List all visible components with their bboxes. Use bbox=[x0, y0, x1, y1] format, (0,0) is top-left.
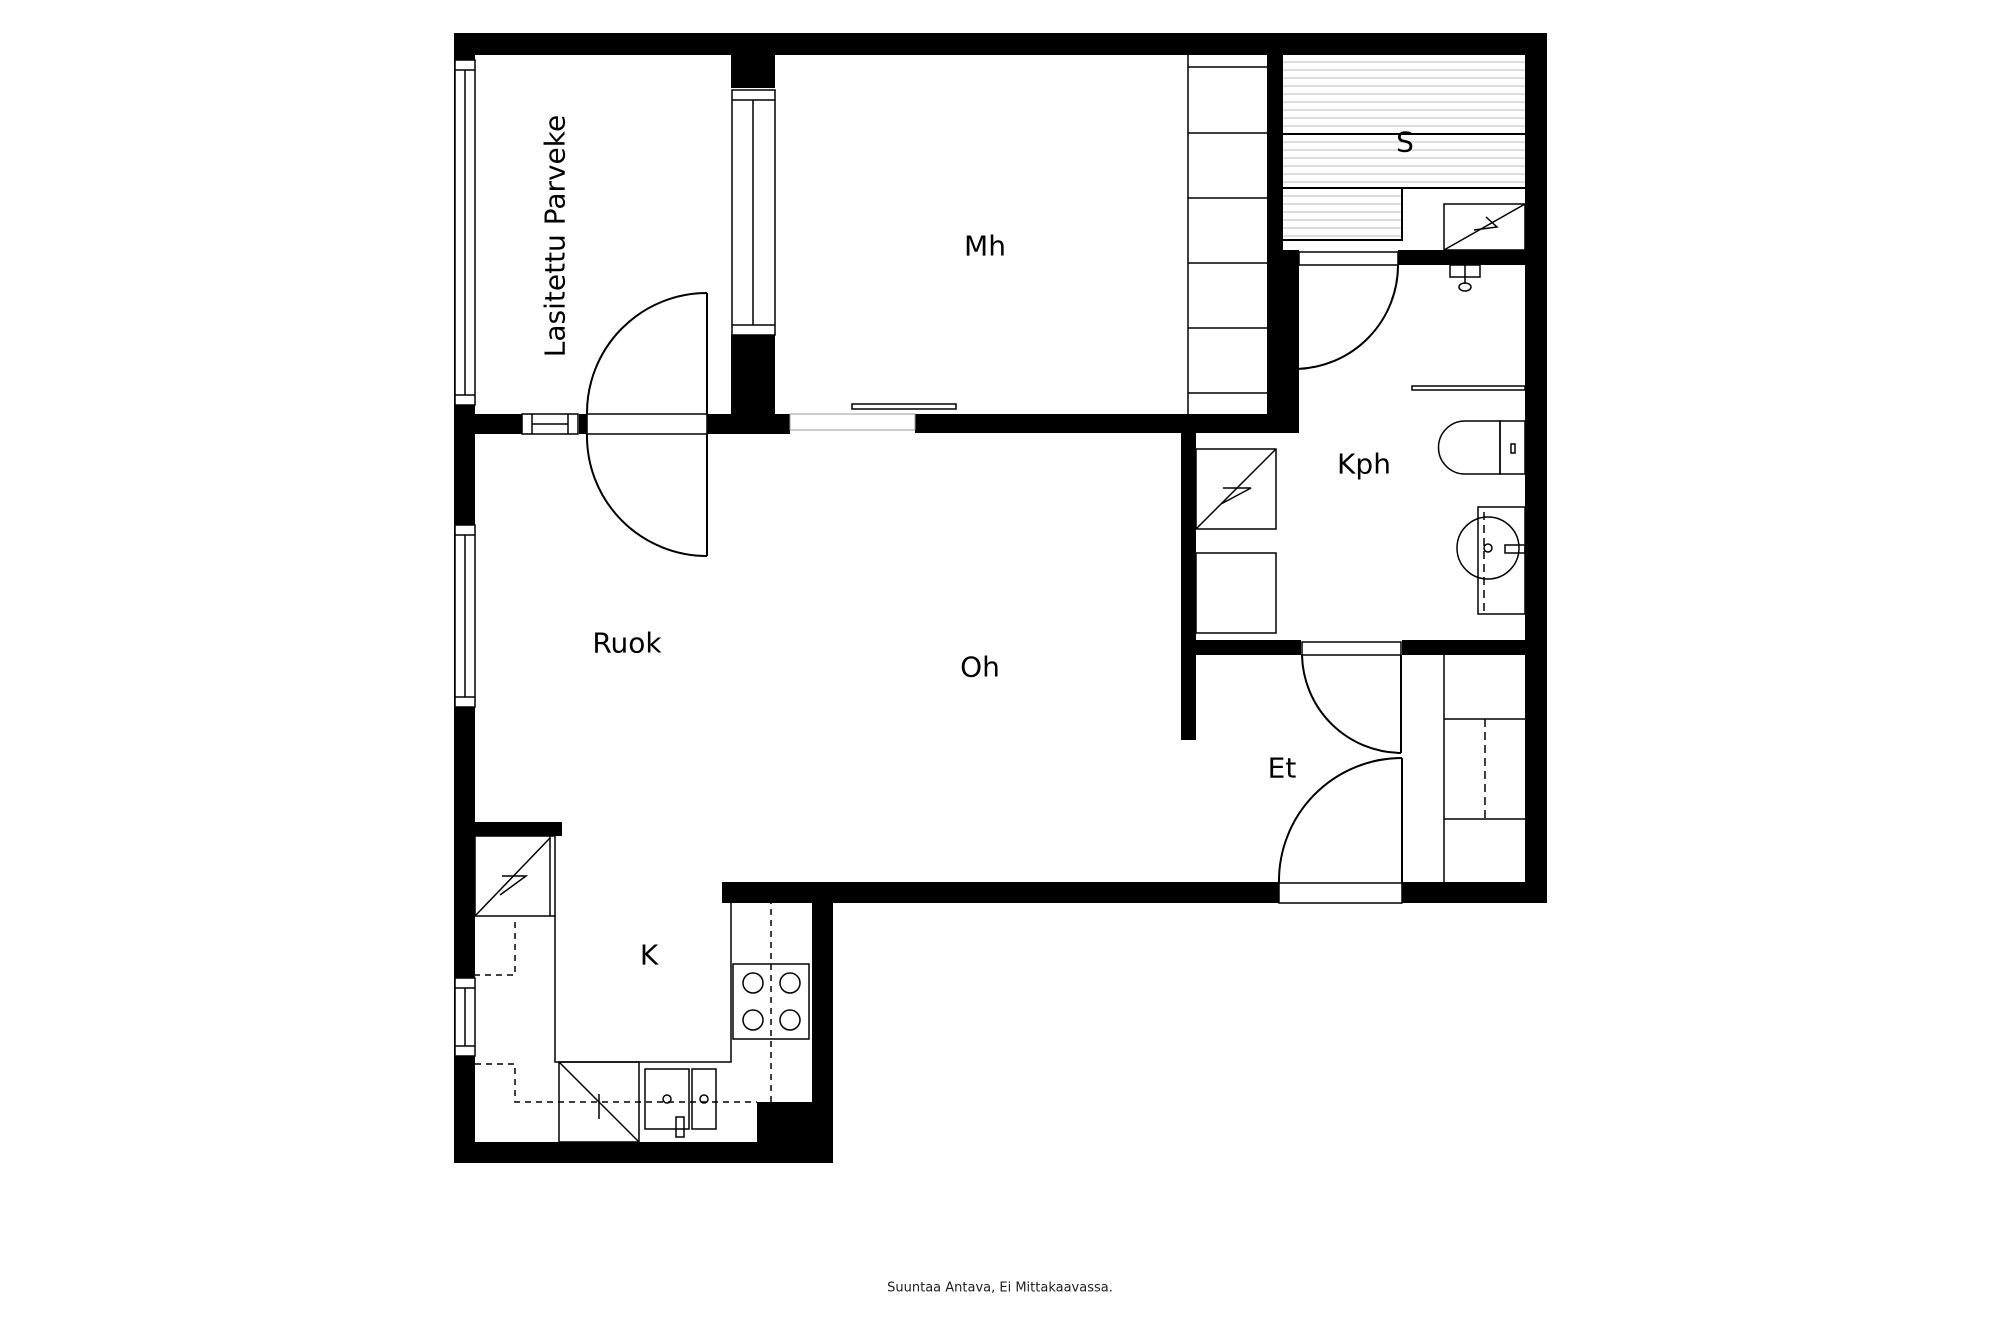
bathroom-fixtures bbox=[1195, 264, 1526, 634]
sauna-benches bbox=[1283, 55, 1526, 251]
room-label-bathroom: Kph bbox=[1337, 447, 1391, 481]
room-label-hall: Et bbox=[1267, 751, 1297, 785]
room-label-living: Oh bbox=[960, 650, 1000, 684]
doors bbox=[585, 251, 1403, 904]
room-label-kitchen: K bbox=[639, 938, 659, 972]
room-label-balcony: Lasitettu Parveke bbox=[538, 114, 572, 358]
footer-note: Suuntaa Antava, Ei Mittakaavassa. bbox=[887, 1280, 1113, 1296]
bedroom-wardrobe bbox=[1187, 55, 1267, 414]
room-label-sauna: S bbox=[1396, 125, 1414, 159]
walls bbox=[454, 33, 1547, 1163]
room-label-dining: Ruok bbox=[592, 626, 662, 660]
room-label-bedroom: Mh bbox=[964, 229, 1006, 263]
kitchen-fixtures bbox=[474, 835, 810, 1143]
windows bbox=[454, 59, 776, 1057]
hall-wardrobe bbox=[1443, 655, 1525, 882]
